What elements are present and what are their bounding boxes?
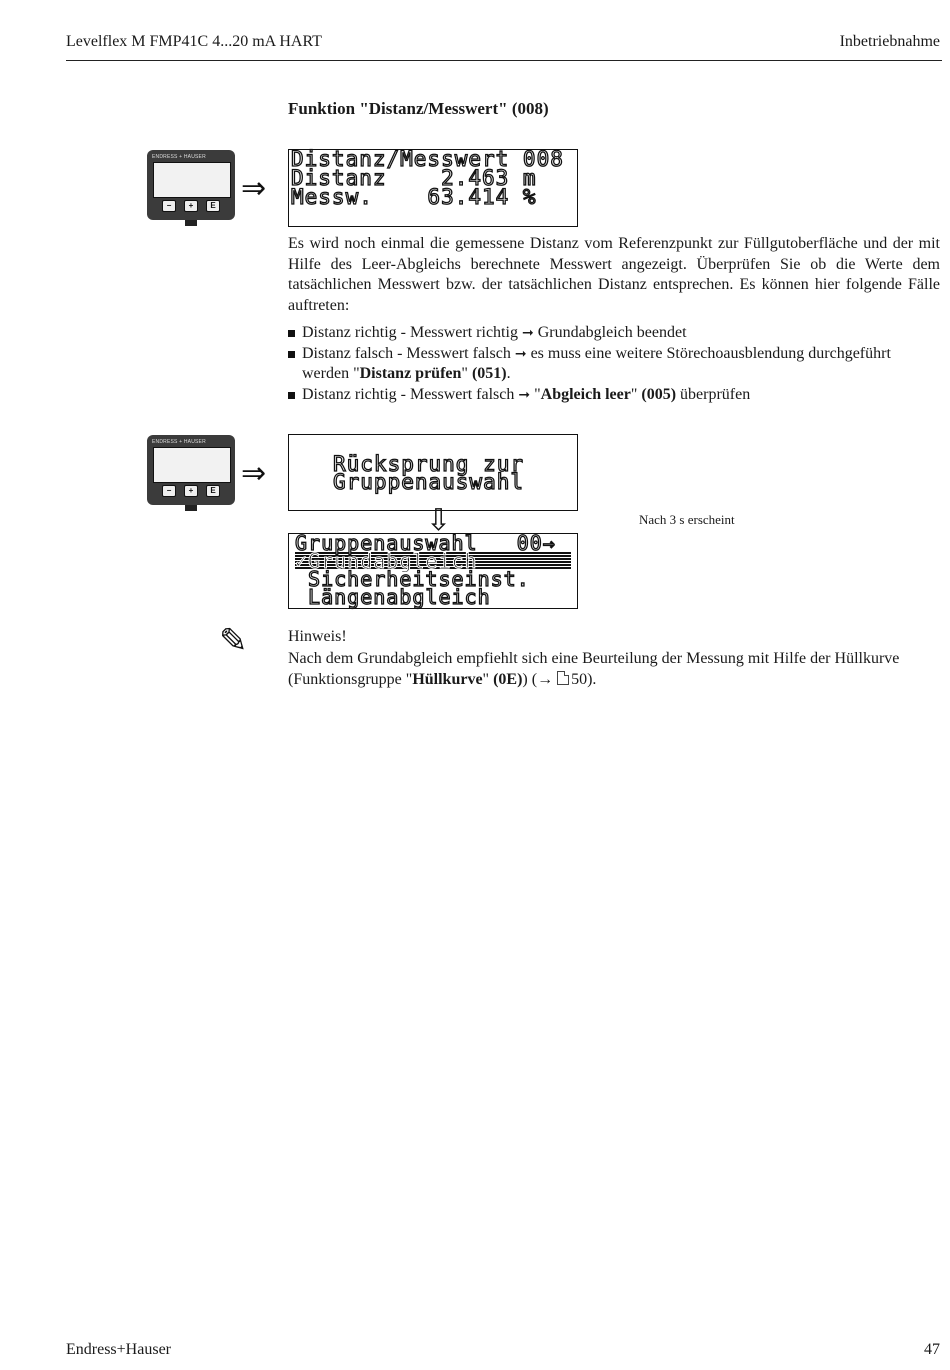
device-brand-label: ENDRESS + HAUSER [152,154,206,160]
lcd-return-screen: Rücksprung zur Gruppenauswahl [288,434,578,511]
lcd-line: Messw. 63.414 % [290,185,537,209]
header-document-title: Levelflex M FMP41C 4...20 mA HART [66,33,322,50]
device-screen [153,447,231,483]
bullet-text: es muss eine weitere Störechoausblendung… [302,344,891,383]
device-brand-label: ENDRESS + HAUSER [152,439,206,445]
timing-note: Nach 3 s erscheint [639,512,735,527]
arrow-right-icon: ➞ [518,386,531,403]
list-item: Distanz richtig - Messwert falsch ➞ "Abg… [288,385,940,406]
bullet-square-icon [288,391,295,399]
device-connector [185,505,197,511]
bullet-text: Distanz falsch - Messwert falsch [302,344,511,362]
lcd-selected-item: ✓Grundabgleich [295,551,571,572]
list-item: Distanz falsch - Messwert falsch ➞ es mu… [288,344,940,385]
plus-button: + [184,200,198,212]
paragraph-description: Es wird noch einmal die gemessene Distan… [288,235,940,314]
implies-arrow-icon: ⇒ [241,456,267,491]
footer-company: Endress+Hauser [66,1341,171,1358]
bullet-text: Grundabgleich beendet [537,324,687,341]
implies-arrow-icon: ⇒ [241,171,267,206]
enter-button: E [206,200,220,212]
hint-text-part: ) (→ [522,670,558,688]
lcd-menu-item: Längenabgleich [295,585,491,609]
function-name: Distanz prüfen [359,365,462,382]
header-section-name: Inbetriebnahme [839,33,940,50]
pencil-icon: ✎ [219,621,248,661]
bullet-list: Distanz richtig - Messwert richtig ➞ Gru… [288,323,940,405]
device-connector [185,220,197,226]
arrow-right-icon: ➞ [514,345,527,362]
bullet-square-icon [288,330,295,337]
lcd-header-line: Gruppenauswahl 00→ [294,531,556,555]
page-reference-icon [557,670,570,685]
arrow-right-icon: ➞ [521,325,534,341]
hint-title: Hinweis! [288,628,347,645]
bullet-text: . [506,365,511,382]
down-arrow-icon: ⇩ [426,503,452,538]
hint-text: Nach dem Grundabgleich empfiehlt sich ei… [288,649,940,690]
bullet-text: " [534,385,541,403]
bullet-text: Distanz richtig - Messwert richtig [302,324,518,341]
hint-text-part: " [482,670,494,688]
bullet-text: Distanz richtig - Messwert falsch [302,385,515,403]
bullet-square-icon [288,350,295,358]
bullet-text: " [630,385,642,403]
section-title: Funktion "Distanz/Messwert" (008) [288,99,549,118]
function-group-name: Hüllkurve [412,670,483,688]
lcd-line: Distanz/Messwert 008 [290,147,564,171]
page-reference-text[interactable]: 50). [571,670,597,688]
lcd-group-selection-screen: Gruppenauswahl 00→ ✓Grundabgleich Sicher… [288,531,578,609]
minus-button: − [162,200,176,212]
hint-text-part: Nach dem Grundabgleich empfiehlt sich ei… [288,650,900,688]
function-code: (051) [471,365,507,382]
device-display-module: ENDRESS + HAUSER − + E [147,150,235,226]
minus-button: − [162,485,176,497]
device-screen [153,162,231,198]
lcd-line: Rücksprung zur [332,452,525,476]
list-item: Distanz richtig - Messwert richtig ➞ Gru… [288,323,940,344]
plus-button: + [184,485,198,497]
bullet-text: " [461,365,472,382]
lcd-distance-value-screen: Distanz/Messwert 008 Distanz 2.463 m Mes… [288,147,578,227]
lcd-line: Gruppenauswahl [332,470,525,494]
bullet-text: überprüfen [676,385,751,403]
device-display-module: ENDRESS + HAUSER − + E [147,435,235,511]
function-code: (005) [641,385,677,403]
page-number: 47 [924,1341,940,1358]
lcd-line: Distanz 2.463 m [290,166,537,190]
function-name: Abgleich leer [540,385,631,403]
enter-button: E [206,485,220,497]
header-rule [66,60,942,61]
function-group-code: (0E) [493,670,523,688]
lcd-menu-item: Sicherheitseinst. [295,567,530,591]
